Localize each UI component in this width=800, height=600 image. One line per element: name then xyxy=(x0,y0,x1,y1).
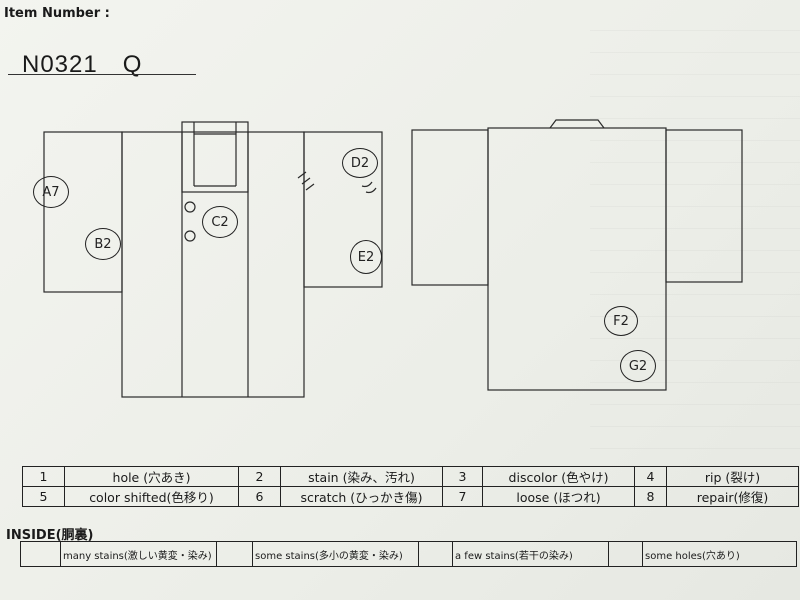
legend-description: loose (ほつれ) xyxy=(482,486,635,507)
mark-f2: F2 xyxy=(604,306,638,336)
front-left-sleeve xyxy=(43,131,123,293)
legend-description: repair(修復) xyxy=(666,486,799,507)
back-right-sleeve xyxy=(665,129,743,283)
mark-g2: G2 xyxy=(620,350,656,382)
legend-number: 8 xyxy=(634,486,667,507)
legend-row: 1 hole (穴あき) 2 stain (染み、汚れ) 3 discolor … xyxy=(22,466,799,487)
legend-number: 5 xyxy=(22,486,65,507)
legend-number: 1 xyxy=(22,466,65,487)
front-right-sleeve xyxy=(303,131,383,288)
inside-condition-table: many stains(激しい黄変・染み) some stains(多小の黄変・… xyxy=(20,541,797,567)
collar-band xyxy=(181,121,249,193)
scratch-marks-left xyxy=(297,171,315,191)
mark-d2: D2 xyxy=(342,148,378,178)
legend-description: scratch (ひっかき傷) xyxy=(280,486,443,507)
mark-e2: E2 xyxy=(350,240,382,274)
item-number-value: N0321 Q xyxy=(22,51,143,78)
legend-number: 2 xyxy=(238,466,281,487)
inside-option-label: some stains(多小の黄変・染み) xyxy=(252,541,419,567)
legend-description: stain (染み、汚れ) xyxy=(280,466,443,487)
mark-b2: B2 xyxy=(85,228,121,260)
legend-description: discolor (色やけ) xyxy=(482,466,635,487)
button-top xyxy=(184,201,196,213)
damage-legend-table: 1 hole (穴あき) 2 stain (染み、汚れ) 3 discolor … xyxy=(22,466,799,507)
back-left-sleeve xyxy=(411,129,489,286)
inside-option-label: a few stains(若干の染み) xyxy=(452,541,609,567)
front-view xyxy=(43,121,383,398)
inside-checkbox[interactable] xyxy=(216,541,253,567)
inside-checkbox[interactable] xyxy=(20,541,61,567)
button-bottom xyxy=(184,230,196,242)
inside-section-label: INSIDE(胴裏) xyxy=(6,528,94,543)
inside-checkbox[interactable] xyxy=(418,541,453,567)
mark-c2: C2 xyxy=(202,206,238,238)
legend-number: 4 xyxy=(634,466,667,487)
inside-option-label: some holes(穴あり) xyxy=(642,541,797,567)
inside-checkbox[interactable] xyxy=(608,541,643,567)
back-view xyxy=(411,119,743,391)
legend-description: hole (穴あき) xyxy=(64,466,239,487)
legend-number: 7 xyxy=(442,486,483,507)
bleed-through-texture xyxy=(590,30,800,450)
inside-option-label: many stains(激しい黄変・染み) xyxy=(60,541,217,567)
front-body xyxy=(121,131,305,398)
legend-number: 6 xyxy=(238,486,281,507)
legend-row: 5 color shifted(色移り) 6 scratch (ひっかき傷) 7… xyxy=(22,486,799,507)
item-number-label: Item Number : xyxy=(4,6,110,21)
legend-description: rip (裂け) xyxy=(666,466,799,487)
mark-a7: A7 xyxy=(33,176,69,208)
scratch-marks-right xyxy=(361,181,377,194)
legend-number: 3 xyxy=(442,466,483,487)
item-number-underline xyxy=(8,74,196,75)
legend-description: color shifted(色移り) xyxy=(64,486,239,507)
back-collar xyxy=(549,119,605,129)
inside-row: many stains(激しい黄変・染み) some stains(多小の黄変・… xyxy=(20,541,797,567)
